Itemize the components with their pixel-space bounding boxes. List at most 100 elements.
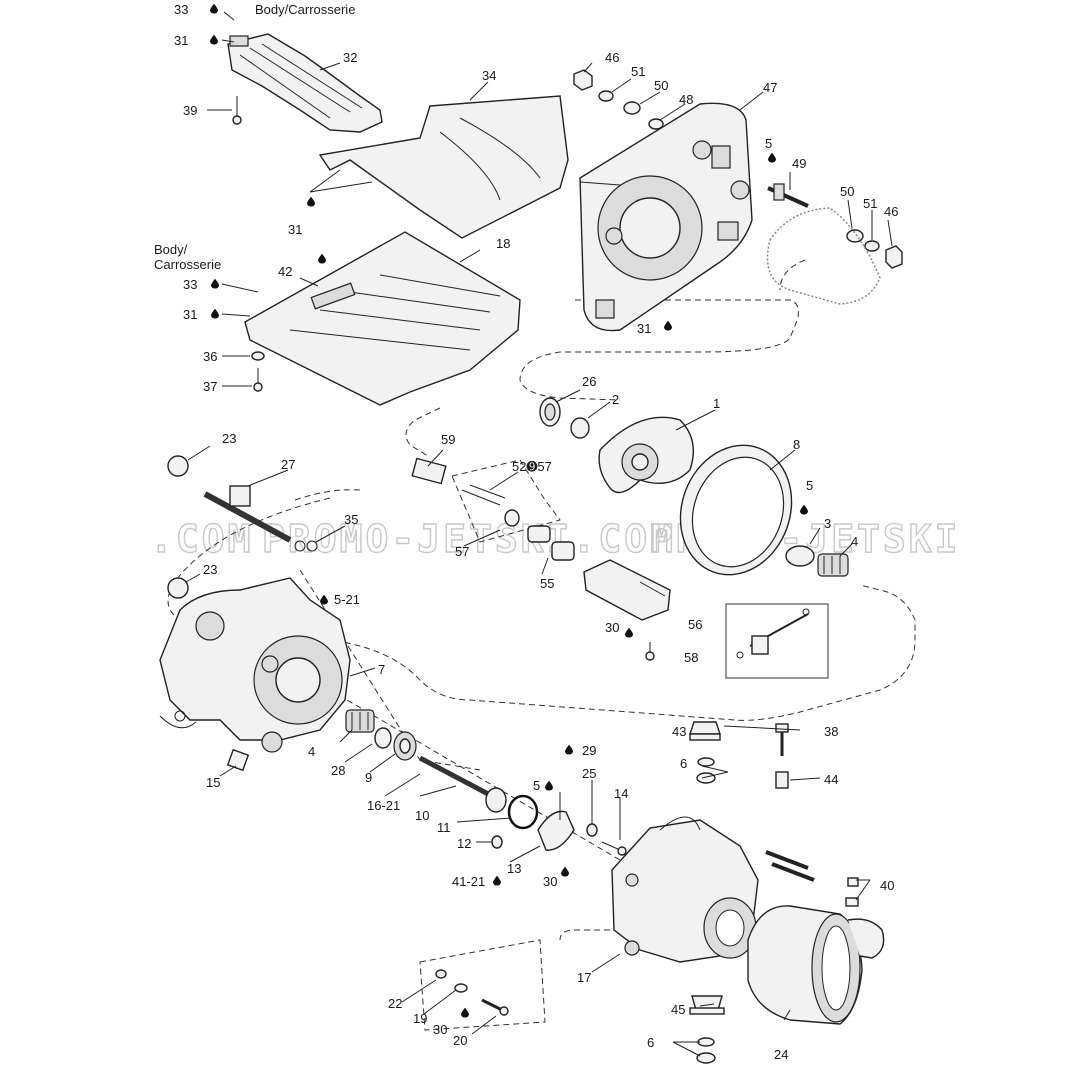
callout-39: 39: [183, 103, 197, 118]
body-label-top: Body/Carrosserie: [255, 2, 355, 17]
part-26-bushing: [539, 397, 561, 427]
callout-19: 19: [413, 1011, 427, 1026]
part-washers-top: [573, 69, 664, 130]
oil-drop-icon: [210, 3, 218, 14]
oil-drop-icon: [625, 627, 633, 638]
callout-9: 9: [365, 770, 372, 785]
callout-47: 47: [763, 80, 777, 95]
callout-27: 27: [281, 457, 295, 472]
part-58-screw: [645, 642, 655, 661]
part-52-57-components: [461, 484, 575, 561]
part-3-seal: [785, 545, 815, 567]
callout-32: 32: [343, 50, 357, 65]
callout-6: 6: [680, 756, 687, 771]
callout-56: 56: [688, 617, 702, 632]
callout-31: 31: [183, 307, 197, 322]
part-ghost-body: [766, 207, 881, 305]
callout-23: 23: [222, 431, 236, 446]
callout-8: 8: [793, 437, 800, 452]
body-label-mid-2: Carrosserie: [154, 257, 221, 272]
callout-46: 46: [884, 204, 898, 219]
callout-5: 5: [765, 136, 772, 151]
part-40-bushings: [845, 877, 859, 907]
callout-13: 13: [507, 861, 521, 876]
callout-31: 31: [174, 33, 188, 48]
callout-28: 28: [331, 763, 345, 778]
callout-48: 48: [679, 92, 693, 107]
callout-50: 50: [840, 184, 854, 199]
part-32-bracket: [227, 33, 383, 133]
oil-drop-icon: [210, 34, 218, 45]
callout-38: 38: [824, 724, 838, 739]
part-2-bushing: [570, 417, 590, 439]
callout-10: 10: [415, 808, 429, 823]
callout-14: 14: [614, 786, 628, 801]
part-39-screw: [232, 96, 242, 125]
part-23-bushing-lower: [167, 577, 189, 599]
oil-drop-icon: [307, 196, 315, 207]
callout-25: 25: [582, 766, 596, 781]
part-8-wear-ring: [679, 444, 793, 576]
oil-drop-icon: [211, 308, 219, 319]
callout-30: 30: [543, 874, 557, 889]
callout-41-21: 41-21: [452, 874, 485, 889]
callout-17: 17: [577, 970, 591, 985]
callout-33: 33: [183, 277, 197, 292]
part-24-nozzle: [747, 905, 885, 1025]
part-7-pump-housing: [159, 577, 351, 753]
callout-18: 18: [496, 236, 510, 251]
oil-drop-icon: [545, 780, 553, 791]
callout-24: 24: [774, 1047, 788, 1062]
oil-drop-icon: [800, 504, 808, 515]
part-11-oring: [507, 794, 539, 830]
body-label-mid-1: Body/: [154, 242, 188, 257]
callout-37: 37: [203, 379, 217, 394]
callout-50: 50: [654, 78, 668, 93]
part-28-washer: [374, 727, 392, 749]
part-25-washer: [586, 823, 598, 837]
part-6-washers-top: [696, 757, 716, 784]
part-35-orings: [294, 540, 318, 552]
part-hardware-22-20: [435, 969, 509, 1016]
oil-drop-icon: [561, 866, 569, 877]
callout-20: 20: [453, 1033, 467, 1048]
callout-4: 4: [308, 744, 315, 759]
watermark-middle: PROMO-JETSKI.COM: [262, 517, 676, 561]
callout-5: 5: [533, 778, 540, 793]
oil-drop-icon: [565, 744, 573, 755]
callout-57: 57: [455, 544, 469, 559]
oil-drop-icon: [211, 278, 219, 289]
callout-42: 42: [278, 264, 292, 279]
callout-30: 30: [433, 1022, 447, 1037]
callout-7: 7: [378, 662, 385, 677]
oil-drop-icon: [768, 152, 776, 163]
part-59-connector: [411, 457, 447, 485]
part-47-housing-plate: [579, 102, 753, 332]
callout-2: 2: [612, 392, 619, 407]
part-4-bearing-right: [817, 553, 849, 577]
part-12-plug: [491, 835, 503, 849]
part-34-cover: [318, 95, 569, 239]
callout-12: 12: [457, 836, 471, 851]
part-6-washers-lower: [696, 1037, 716, 1064]
callout-22: 22: [388, 996, 402, 1011]
callout-29: 29: [582, 743, 596, 758]
callout-46: 46: [605, 50, 619, 65]
callout-6: 6: [647, 1035, 654, 1050]
callout-51: 51: [631, 64, 645, 79]
callout-49: 49: [792, 156, 806, 171]
callout-51: 51: [863, 196, 877, 211]
part-27-rod: [203, 485, 292, 543]
callout-15: 15: [206, 775, 220, 790]
part-4-bearing-left: [345, 709, 375, 733]
callout-26: 26: [582, 374, 596, 389]
callout-5: 5: [806, 478, 813, 493]
callout-31: 31: [288, 222, 302, 237]
part-44-spacer: [775, 771, 789, 789]
callout-34: 34: [482, 68, 496, 83]
callout-1: 1: [713, 396, 720, 411]
part-45-rubber-mount-lower: [689, 995, 725, 1015]
part-10-shaft: [418, 755, 507, 813]
part-15-nut: [226, 748, 250, 772]
